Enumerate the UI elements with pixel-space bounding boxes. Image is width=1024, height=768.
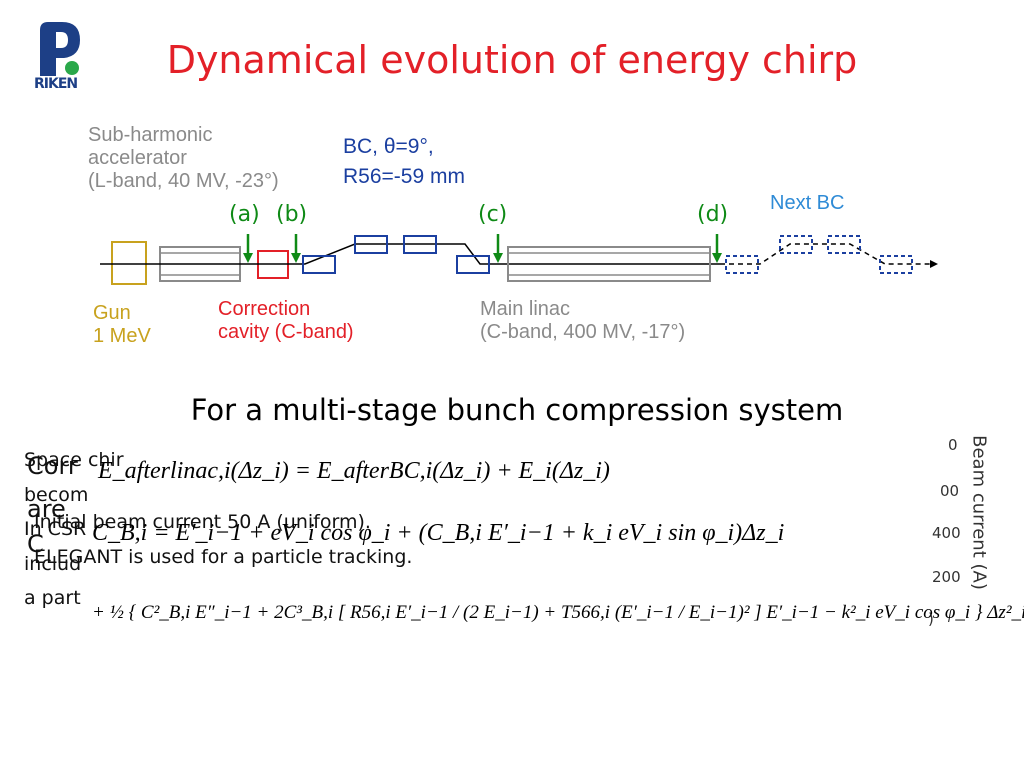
next-bc-label: Next BC xyxy=(770,192,845,214)
axis-tick-1: 00 xyxy=(940,482,960,500)
bc-label: BC, θ=9°, R56=-59 mm xyxy=(343,135,465,188)
riken-logo xyxy=(34,20,86,100)
marker-d: (d) xyxy=(697,202,729,227)
next-bc-magnet-4 xyxy=(879,255,913,274)
bc-magnet-1 xyxy=(302,255,336,274)
marker-arrow-d xyxy=(712,234,722,263)
marker-a: (a) xyxy=(229,202,260,227)
overlap-text-5c: C xyxy=(27,530,44,558)
logo-text: RIKEN xyxy=(34,76,78,92)
overlap-text-1a: Space chir xyxy=(24,449,124,471)
overlap-text-2: becom xyxy=(24,484,89,506)
overlap-text-3a: In CSR xyxy=(24,518,87,540)
overlap-text-1b: Corr xyxy=(27,452,78,480)
overlap-text-5b: ELEGANT is used for a particle tracking. xyxy=(34,546,413,568)
marker-c: (c) xyxy=(478,202,508,227)
marker-arrow-a xyxy=(243,234,253,263)
next-bc-magnet-3 xyxy=(827,235,861,254)
overlap-text-6: a part xyxy=(24,587,81,609)
beamline-diagram xyxy=(100,234,938,285)
riken-logo-icon xyxy=(40,22,80,76)
axis-tick-0: 0 xyxy=(948,436,958,454)
next-bc-path xyxy=(720,243,930,265)
main-linac-box xyxy=(507,246,711,282)
overlap-text-4a: Initial beam current 50 A (uniform). xyxy=(34,511,371,533)
beam-path xyxy=(100,243,720,265)
overlap-text-3b: are xyxy=(27,495,66,523)
main-linac-label: Main linac (C-band, 400 MV, -17°) xyxy=(480,298,686,343)
axis-label-wrap: Beam current (A) xyxy=(966,428,992,600)
subharmonic-label: Sub-harmonic accelerator (L-band, 40 MV,… xyxy=(88,124,279,192)
next-bc-magnet-2 xyxy=(779,235,813,254)
equation-line-3: + ½ { C²_B,i E″_i−1 + 2C³_B,i [ R56,i E′… xyxy=(92,602,1024,623)
correction-cavity-label: Correction cavity (C-band) xyxy=(218,298,354,343)
marker-b: (b) xyxy=(276,202,308,227)
bc-magnet-2 xyxy=(354,235,388,254)
subtitle: For a multi-stage bunch compression syst… xyxy=(190,393,844,427)
marker-arrow-b xyxy=(291,234,301,263)
bc-magnet-4 xyxy=(456,255,490,274)
gun-label: Gun 1 MeV xyxy=(93,302,151,347)
page-title: Dynamical evolution of energy chirp xyxy=(166,38,858,82)
axis-tick-3: 200 xyxy=(932,568,961,586)
axis-tick-4: ) xyxy=(928,610,934,628)
axis-tick-2: 400 xyxy=(932,524,961,542)
bc-magnet-3 xyxy=(403,235,437,254)
equation-line-2: C_B,i = E′_i−1 + eV_i cos φ_i + (C_B,i E… xyxy=(92,520,785,546)
next-bc-magnet-1 xyxy=(725,255,759,274)
equation-block: E_afterlinac,i(Δz_i) = E_afterBC,i(Δz_i)… xyxy=(92,452,1024,687)
axis-label: Beam current (A) xyxy=(968,435,990,590)
gun-box xyxy=(111,241,147,285)
marker-arrow-c xyxy=(493,234,503,263)
equation-line-1: E_afterlinac,i(Δz_i) = E_afterBC,i(Δz_i)… xyxy=(98,458,610,484)
overlap-text-5a: includ xyxy=(24,553,82,575)
